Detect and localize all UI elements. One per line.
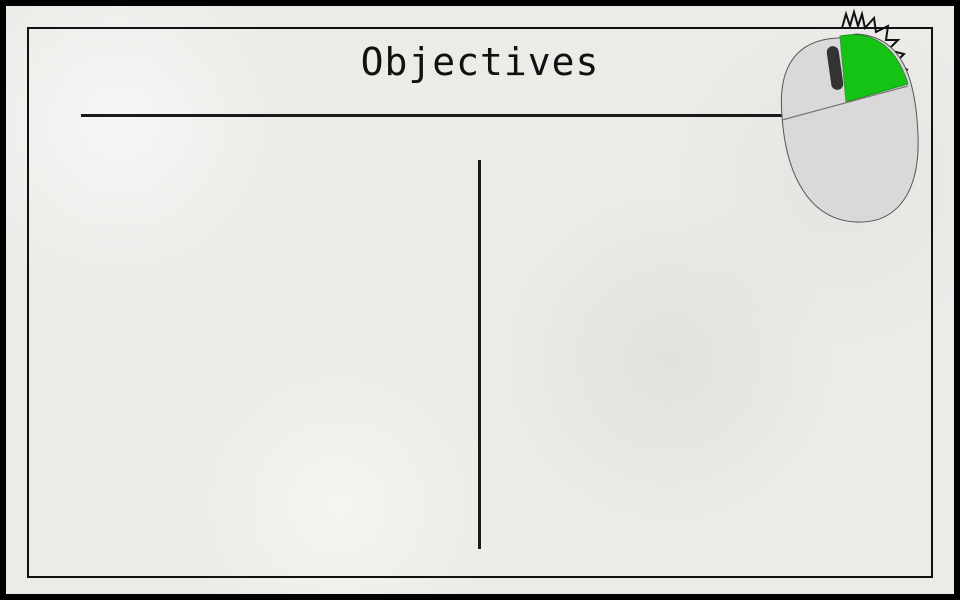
page-title: Objectives — [360, 40, 600, 84]
title-divider — [81, 114, 793, 117]
objectives-left-column — [46, 136, 466, 556]
scroll-wheel-icon — [826, 46, 844, 90]
objectives-screen: Objectives — [6, 6, 954, 594]
objectives-frame — [27, 27, 933, 578]
left-button-highlight-icon — [839, 34, 909, 103]
mouse-left-click-icon[interactable] — [770, 6, 920, 231]
column-divider — [478, 160, 481, 549]
